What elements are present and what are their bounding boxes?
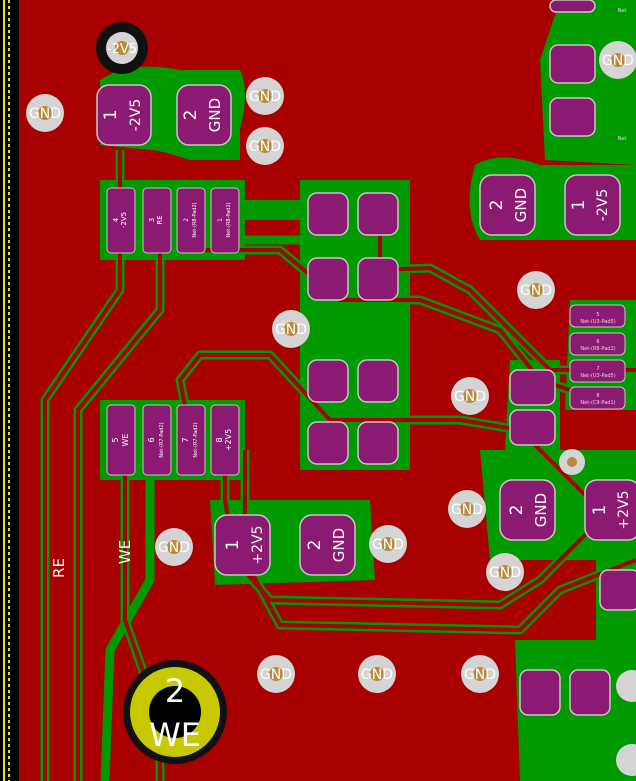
gnd-via-label: GND [29,106,61,122]
pad-net-m2v5: -2V5 [128,99,144,131]
pin6-net: Net-(R7-Pad2) [159,422,165,457]
pad-net-gnd-d: GND [532,493,550,527]
pin4-net: -2V5 [120,212,128,228]
ic-pin7-net: Net-(U3-Pad5) [580,373,615,379]
ic-pin7-number: 7 [596,366,599,372]
pad-net-gnd-c: GND [330,528,348,562]
gnd-via[interactable]: GND [517,271,555,309]
gnd-via-label: GND [520,283,552,299]
pin3-net: RE [156,215,164,224]
gnd-via[interactable]: GND [272,310,310,348]
gnd-via-label: GND [260,667,292,683]
ic-pin6-net: Net-(R8-Pad2) [580,346,615,352]
pad-net-p2v5-d: +2V5 [616,490,632,529]
test-point-name: WE [149,716,201,754]
gnd-via-label: GND [454,389,486,405]
pin7-net: Net-(R7-Pad2) [193,422,199,457]
gnd-via[interactable]: GND [246,127,284,165]
connector-8pin-bottom-row[interactable]: 5 WE 6 Net-(R7-Pad2) 7 Net-(R7-Pad2) 8 +… [106,404,240,476]
connector-lower-mid[interactable]: 1 +2V5 2 GND [214,514,356,576]
connector-right-mid[interactable]: 2 GND 1 -2V5 [479,174,621,236]
gnd-via[interactable]: GND [448,490,486,528]
pin5-net: WE [121,434,130,447]
pad-net-gnd: GND [206,98,224,132]
gnd-via-label: GND [464,667,496,683]
ic-pins-right[interactable]: 5 Net-(U3-Pad5) 6 Net-(R8-Pad2) 7 Net-(U… [569,8,627,410]
test-point-number: 2 [165,672,185,710]
gnd-via[interactable]: GND [599,41,636,79]
pin8-net: +2V5 [224,429,233,451]
pad-number-1c: 1 [223,540,243,551]
gnd-via-label: GND [489,565,521,581]
ic-pin5-number: 5 [596,312,599,318]
via-plain-edge[interactable] [616,744,636,776]
gnd-via-label: GND [249,89,281,105]
net-label-top-right: Net [618,8,627,14]
connector-top-left[interactable]: 1 -2V5 2 GND [96,84,232,146]
gnd-via[interactable]: GND [155,528,193,566]
smd-pads-middle[interactable] [307,0,636,716]
gnd-via-label: GND [158,540,190,556]
pad-number-2: 2 [181,110,201,121]
trace-label-re: RE [50,558,68,578]
pin1-net: Net-(R8-Pad2) [226,202,232,237]
pad-number-1b: 1 [569,200,589,211]
via-m2v5[interactable]: -2V5 [96,22,148,74]
ic-pin5-net: Net-(U3-Pad5) [580,319,615,325]
ic-pin6-number: 6 [596,339,599,345]
test-point-we[interactable]: 2 WE [123,660,227,764]
pin7-number: 7 [181,437,190,442]
pin1-number: 1 [217,218,224,222]
pad-number-2c: 2 [305,540,325,551]
ic-pin8-number: 8 [596,393,599,399]
connector-right-lower[interactable]: 2 GND 1 +2V5 [499,479,636,541]
pin5-number: 5 [111,437,120,442]
gnd-via-label: GND [361,667,393,683]
via-plain[interactable] [559,449,585,475]
via-plain-edge[interactable] [616,670,636,702]
pin4-number: 4 [112,217,120,222]
pin3-number: 3 [148,218,156,222]
gnd-via-label: GND [451,502,483,518]
gnd-via-label: GND [249,139,281,155]
gnd-via[interactable]: GND [26,94,64,132]
connector-8pin-top-row[interactable]: 4 -2V5 3 RE 2 Net-(R8-Pad2) 1 Net-(R8-Pa… [106,187,240,254]
net-label-right: Net [618,136,627,142]
pad-number-1d: 1 [590,505,610,516]
gnd-via[interactable]: GND [369,525,407,563]
trace-label-we: WE [116,540,134,564]
gnd-via[interactable]: GND [451,377,489,415]
pad-number-1: 1 [101,110,121,121]
pin8-number: 8 [215,437,224,442]
pin6-number: 6 [147,437,156,442]
pad-number-2b: 2 [487,200,507,211]
gnd-via[interactable]: GND [246,77,284,115]
ic-pin8-net: Net-(C9-Pad1) [580,400,615,406]
pad-net-m2v5-b: -2V5 [595,189,611,221]
pin2-net: Net-(R8-Pad2) [192,202,198,237]
gnd-via-label: GND [275,322,307,338]
gnd-via[interactable]: GND [486,553,524,591]
gnd-via[interactable]: GND [257,655,295,693]
pad-net-gnd-b: GND [512,188,530,222]
gnd-via-label: GND [602,53,634,69]
gnd-via[interactable]: GND [461,655,499,693]
gnd-via[interactable]: GND [358,655,396,693]
gnd-vias[interactable]: GND GND GND GND GND GND GND GND GND GND … [26,41,636,776]
pin2-number: 2 [183,218,190,222]
via-m2v5-label: -2V5 [107,42,137,57]
pad-number-2d: 2 [507,505,527,516]
gnd-via-label: GND [372,537,404,553]
pad-net-p2v5: +2V5 [250,525,266,564]
